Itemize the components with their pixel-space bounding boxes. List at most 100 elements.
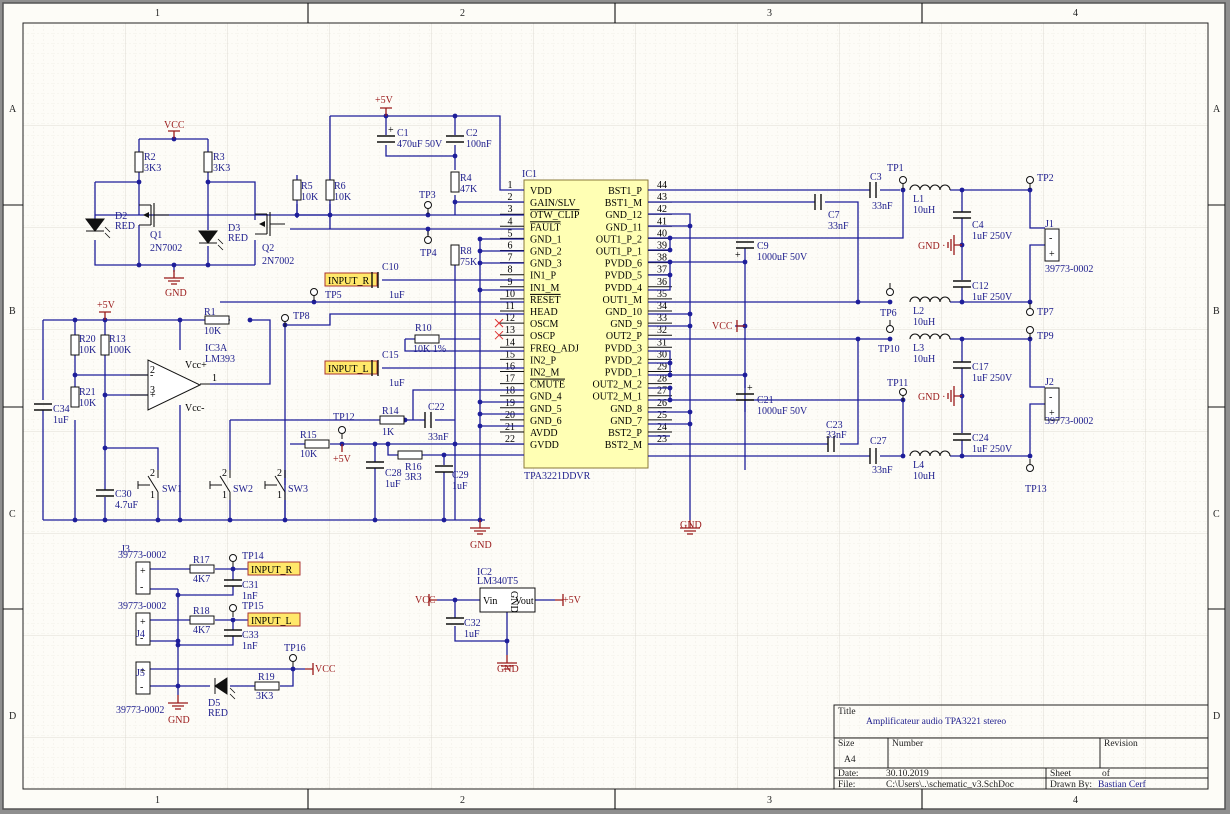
pin-number: 1 — [150, 490, 155, 501]
net-label-input-l[interactable]: INPUT_L — [324, 360, 378, 375]
testpoint-tp7[interactable]: TP7 — [1026, 303, 1054, 318]
testpoint-tp14[interactable]: TP14 — [229, 551, 264, 567]
c32-ref: C32 — [464, 618, 481, 629]
net-label-input-l[interactable]: INPUT_L — [247, 612, 301, 627]
junction-dot — [452, 113, 458, 119]
net-label-input-r[interactable]: INPUT_R — [324, 272, 378, 287]
testpoint-tp5[interactable]: TP5 — [310, 288, 342, 302]
junction-dot — [687, 421, 693, 427]
testpoint-tp12[interactable]: TP12 — [333, 412, 355, 439]
testpoint-tp10[interactable]: TP10 — [878, 320, 900, 355]
ground-icon — [947, 386, 962, 406]
ic1-tpa3221[interactable]: IC1 TPA3221DDVR 1VDD2GAIN/SLV3OTW_CLIP4F… — [494, 169, 672, 482]
capacitor-plates — [435, 465, 453, 473]
junction-dot — [452, 441, 458, 447]
row-label: A — [9, 104, 17, 115]
junction-dot — [959, 187, 965, 193]
r4-value: 47K — [460, 184, 478, 195]
testpoint-tp3[interactable]: TP3 — [419, 190, 436, 214]
r16-value: 3R3 — [405, 472, 422, 483]
net-label-input-r[interactable]: INPUT_R — [247, 561, 301, 576]
testpoint-tp16[interactable]: TP16 — [284, 643, 306, 667]
capacitor-plates — [953, 211, 971, 219]
junction-dot — [247, 317, 253, 323]
capacitor-plates — [371, 272, 379, 288]
opamp-pins — [130, 374, 210, 396]
testpoint-tp1[interactable]: TP1 — [887, 163, 907, 189]
tp16-label: TP16 — [284, 643, 306, 654]
testpoint-tp9[interactable]: TP9 — [1026, 326, 1054, 343]
resistor-body — [379, 415, 405, 425]
testpoint-tp15[interactable]: TP15 — [229, 601, 264, 617]
r14-ref: R14 — [382, 406, 399, 417]
col-label: 3 — [767, 795, 772, 806]
junction-dot — [227, 517, 233, 523]
testpoint-tp13[interactable]: TP13 — [1025, 459, 1047, 495]
net-label-box — [324, 360, 378, 375]
testpoint-tp8[interactable]: TP8 — [281, 311, 310, 327]
testpoint-tp4[interactable]: TP4 — [420, 231, 437, 259]
testpoint-tp11[interactable]: TP11 — [887, 378, 908, 401]
testpoint-tp2[interactable]: TP2 — [1026, 173, 1054, 189]
testpoint-tp6[interactable]: TP6 — [880, 283, 897, 319]
